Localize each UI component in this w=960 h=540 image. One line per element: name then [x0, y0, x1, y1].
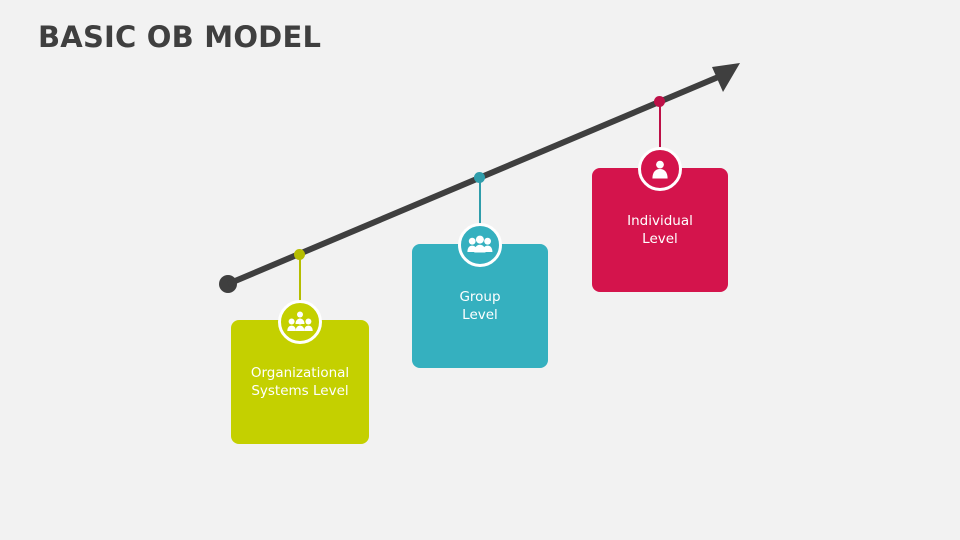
arrow-start-dot [219, 275, 237, 293]
single-person-icon [652, 160, 668, 179]
arrow-head [712, 63, 740, 92]
page-title: BASIC OB MODEL [38, 20, 322, 54]
connector-stem-organizational [299, 258, 301, 304]
three-people-icon [467, 235, 493, 253]
badge-group[interactable] [458, 223, 502, 267]
card-label-individual: Individual Level [627, 212, 693, 247]
badge-individual[interactable] [638, 147, 682, 191]
connector-stem-individual [659, 104, 661, 150]
group-of-people-icon [287, 311, 313, 331]
card-label-organizational: Organizational Systems Level [250, 364, 350, 399]
connector-dot-individual [654, 96, 665, 107]
connector-dot-organizational [294, 249, 305, 260]
card-label-group: Group Level [459, 288, 501, 323]
connector-dot-group [474, 172, 485, 183]
badge-organizational[interactable] [278, 300, 322, 344]
connector-stem-group [479, 180, 481, 226]
